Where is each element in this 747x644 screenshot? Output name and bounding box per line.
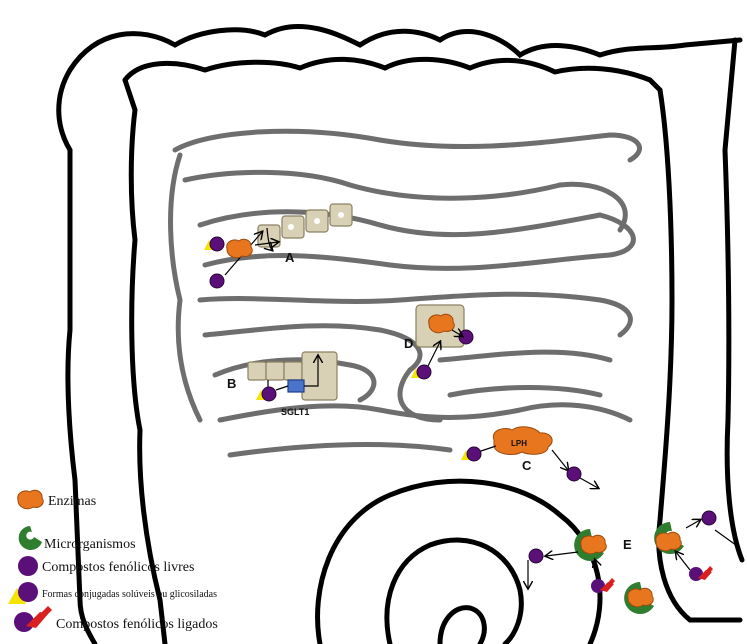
bound-phenolic-icon bbox=[591, 578, 615, 593]
microorganism-icon bbox=[19, 526, 42, 550]
conjugate-icon bbox=[461, 447, 481, 461]
legend-enzymes: Enzimas bbox=[18, 490, 96, 509]
legend-bound-phenolics: Compostos fenólicos ligados bbox=[14, 606, 218, 632]
site-e-microbiota bbox=[528, 511, 740, 614]
phenolic-icon bbox=[18, 556, 38, 576]
enzyme-icon bbox=[429, 314, 455, 333]
transporter-icon bbox=[288, 380, 304, 392]
enzyme-icon bbox=[581, 535, 607, 554]
enzyme-icon bbox=[656, 532, 682, 551]
enzyme-icon bbox=[18, 490, 44, 509]
phenolic-icon bbox=[18, 582, 38, 602]
enzyme-icon bbox=[227, 239, 253, 258]
phenolic-icon bbox=[459, 330, 473, 344]
legend-conjugated-forms-label: Formas conjugadas solúveis ou glicosilad… bbox=[42, 589, 217, 600]
label-c: C bbox=[522, 458, 532, 473]
legend-bound-phenolics-label: Compostos fenólicos ligados bbox=[56, 617, 218, 632]
small-intestine-loops bbox=[171, 131, 640, 455]
phenolic-icon bbox=[529, 549, 543, 563]
label-a: A bbox=[285, 250, 295, 265]
conjugate-icon bbox=[204, 237, 224, 251]
phenolic-icon bbox=[210, 274, 224, 288]
phenolic-icon bbox=[567, 467, 581, 481]
enzyme-icon bbox=[628, 588, 654, 607]
legend: Enzimas Microrganismos Compostos fenólic… bbox=[8, 490, 218, 632]
legend-free-phenolics-label: Compostos fenólicos livres bbox=[42, 560, 194, 575]
bound-phenolic-icon bbox=[689, 566, 713, 581]
label-d: D bbox=[404, 336, 413, 351]
legend-conjugated-forms: Formas conjugadas solúveis ou glicosilad… bbox=[8, 582, 217, 604]
label-sglt1: SGLT1 bbox=[281, 407, 309, 417]
legend-enzymes-label: Enzimas bbox=[48, 494, 96, 509]
label-b: B bbox=[227, 376, 236, 391]
phenolic-icon bbox=[702, 511, 716, 525]
conjugate-icon bbox=[256, 387, 276, 401]
site-d-enterocyte bbox=[411, 305, 473, 379]
legend-microorganisms-label: Microrganismos bbox=[44, 537, 136, 552]
label-lph: LPH bbox=[511, 439, 527, 448]
label-e: E bbox=[623, 537, 632, 552]
legend-free-phenolics: Compostos fenólicos livres bbox=[18, 556, 194, 576]
